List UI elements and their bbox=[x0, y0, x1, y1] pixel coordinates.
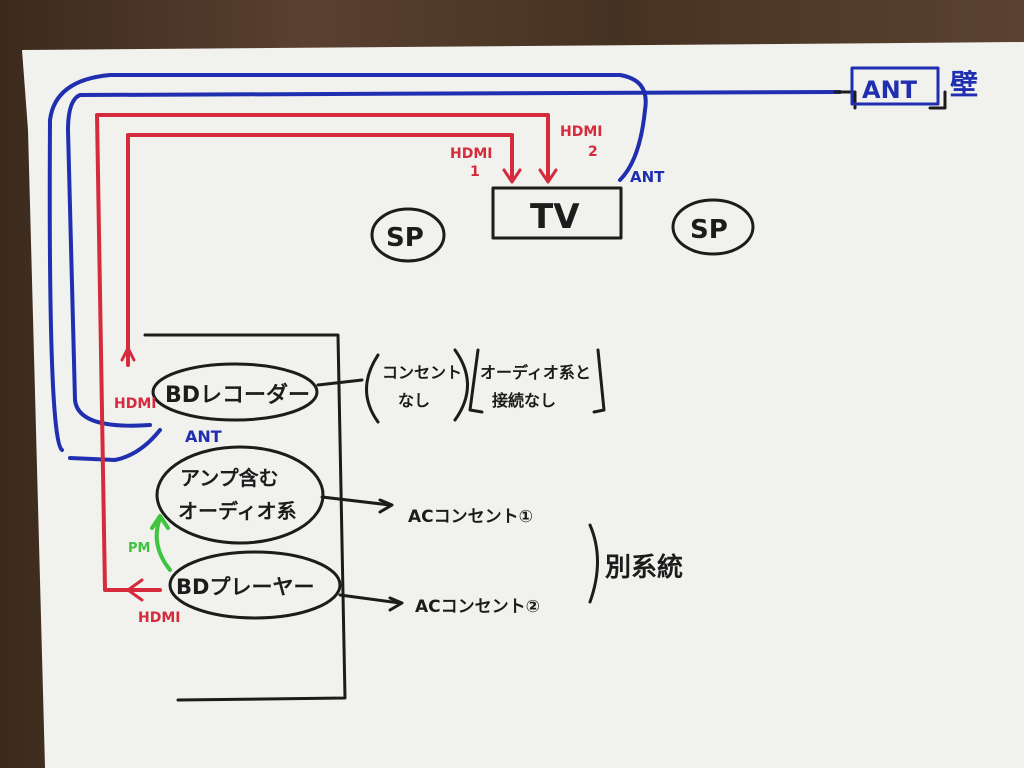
player-hdmi-label: HDMI bbox=[138, 610, 180, 626]
separate-circuit-label: 別系統 bbox=[605, 552, 683, 583]
no-outlet-note: コンセント bbox=[382, 363, 462, 382]
wall-antenna-label: ANT bbox=[862, 76, 918, 104]
green-link bbox=[150, 514, 172, 572]
recorder-hdmi-label: HDMI bbox=[114, 396, 156, 412]
tv-box bbox=[491, 186, 623, 240]
bd-recorder-label: BDレコーダー bbox=[165, 382, 310, 408]
hdmi2-label: HDMI bbox=[560, 124, 602, 140]
recorder-ant-label: ANT bbox=[185, 427, 222, 446]
hdmi-cable-recorder bbox=[126, 133, 514, 367]
hdmi1-number: 1 bbox=[470, 164, 480, 180]
antenna-cable-wall bbox=[66, 90, 842, 428]
outlet-2-label: ACコンセント② bbox=[415, 597, 540, 617]
outlet-1-label: ACコンセント① bbox=[408, 507, 533, 527]
wall-label: 壁 bbox=[950, 68, 978, 101]
no-audio-connection-note-2: 接続なし bbox=[492, 391, 556, 410]
hdmi2-number: 2 bbox=[588, 144, 598, 160]
audio-label: アンプ含む bbox=[180, 466, 279, 490]
no-outlet-note-2: なし bbox=[398, 391, 430, 410]
tv-label: TV bbox=[530, 197, 580, 237]
hdmi1-label: HDMI bbox=[450, 146, 492, 162]
audio-label-2: オーディオ系 bbox=[178, 499, 297, 523]
no-audio-connection-note: オーディオ系と bbox=[480, 363, 591, 382]
hdmi-cable-player bbox=[95, 113, 550, 592]
bd-player-label: BDプレーヤー bbox=[176, 575, 314, 599]
speaker-right: SP bbox=[690, 215, 728, 245]
green-link-label: PM bbox=[128, 541, 150, 556]
speaker-left: SP bbox=[386, 223, 424, 253]
tv-ant-label: ANT bbox=[630, 168, 665, 186]
antenna-cable-tv bbox=[47, 73, 648, 462]
